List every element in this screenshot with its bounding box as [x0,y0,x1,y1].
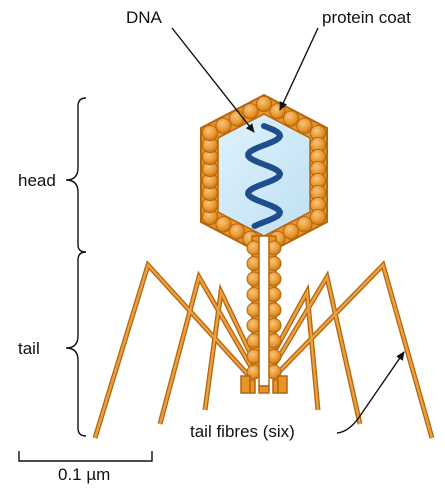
protein-coat-pointer [280,28,318,110]
coat-subunit [243,104,258,119]
dna-label: DNA [126,9,162,26]
protein-coat-label: protein coat [322,9,411,26]
coat-subunit [256,96,271,111]
tail-sheath [247,236,281,386]
head-label: head [18,172,56,189]
braces [66,98,86,436]
tail-label: tail [18,340,40,357]
coat-subunit [216,217,231,232]
scale-label: 0.1 µm [58,466,110,483]
coat-subunit [283,111,298,126]
coat-subunit [270,104,285,119]
coat-subunit [310,209,325,224]
head-capsid [201,95,327,255]
coat-subunit [283,224,298,239]
dna-pointer [172,28,254,132]
scale-bar [19,451,152,461]
coat-subunit [297,118,312,133]
coat-subunit [229,111,244,126]
tail-core [259,236,269,386]
coat-subunit [216,118,231,133]
coat-subunit [202,125,217,140]
head-brace [66,98,86,252]
coat-subunit [297,217,312,232]
tail-fibres-label: tail fibres (six) [190,423,295,440]
coat-subunit [229,224,244,239]
tail-brace [66,252,86,436]
head-interior [218,114,310,236]
